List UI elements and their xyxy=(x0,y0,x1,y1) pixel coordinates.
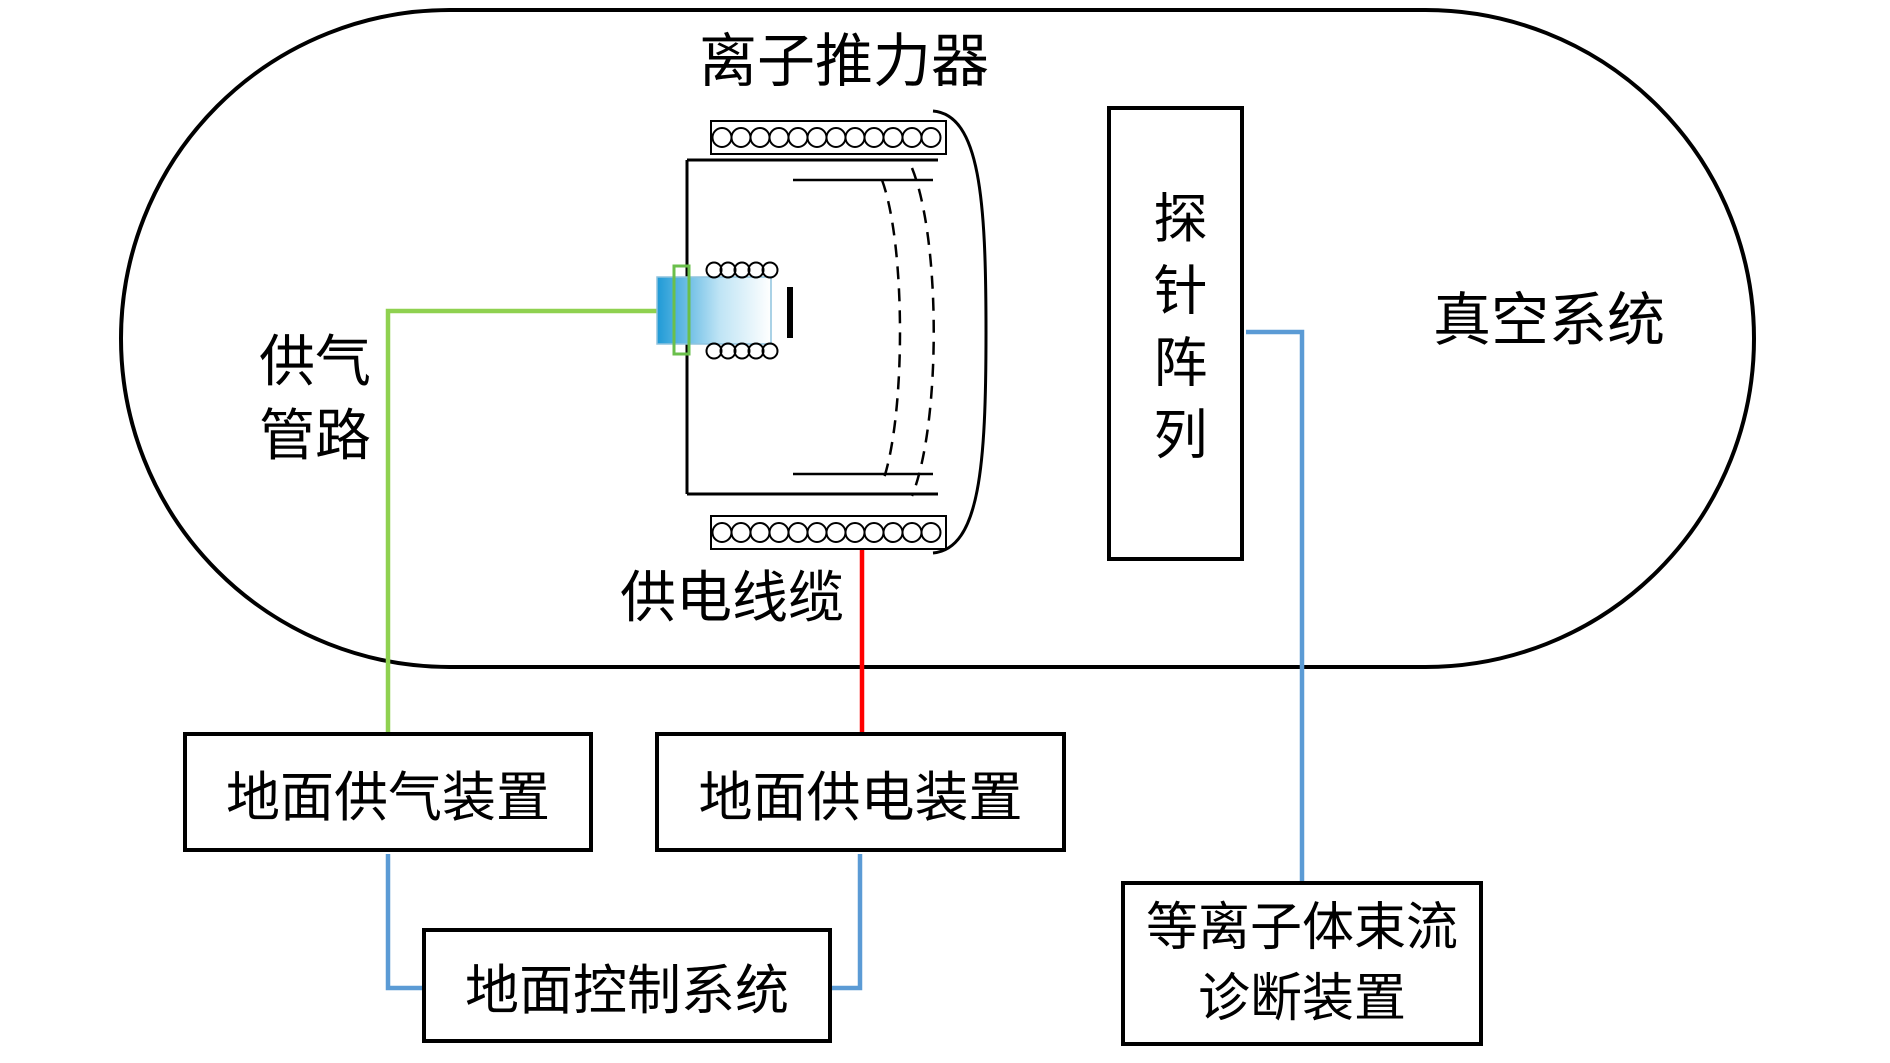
gas-pipe-label: 供气 管路 xyxy=(230,326,400,474)
grid-dashed-curve-inner xyxy=(880,179,902,485)
gas-pipe-label-line2: 管路 xyxy=(259,404,371,469)
probe-array-box: 探针阵列 xyxy=(1107,106,1244,561)
cathode-gas-connector xyxy=(672,264,691,356)
gas-to-control-line xyxy=(385,854,430,991)
ground-gas-supply-label: 地面供气装置 xyxy=(226,765,550,829)
top-coil-frame xyxy=(710,120,947,155)
vacuum-system-label: 真空系统 xyxy=(1432,286,1665,354)
ground-control-system-box: 地面控制系统 xyxy=(422,928,832,1043)
bottom-coil-frame xyxy=(710,515,947,550)
ground-control-system-label: 地面控制系统 xyxy=(465,959,789,1022)
top-coil-turns xyxy=(711,127,942,148)
plasma-diagnostic-label-line2: 诊断装置 xyxy=(1197,968,1406,1029)
ion-thruster-label: 离子推力器 xyxy=(699,27,990,95)
exit-bracket-curve xyxy=(932,109,988,555)
power-cable-label: 供电线缆 xyxy=(620,566,844,631)
probe-signal-line xyxy=(1246,329,1305,885)
cathode-heater-turns-top xyxy=(705,261,779,279)
plasma-diagnostic-box: 等离子体束流 诊断装置 xyxy=(1121,881,1483,1046)
gas-pipe-label-line1: 供气 xyxy=(259,330,371,395)
ground-gas-supply-box: 地面供气装置 xyxy=(183,732,593,852)
ion-thruster-drawing xyxy=(656,109,988,555)
probe-array-label: 探针阵列 xyxy=(1144,189,1207,478)
plasma-diagnostic-label-line1: 等离子体束流 xyxy=(1145,898,1458,959)
grid-dashed-curve-outer xyxy=(910,167,935,497)
cathode-tube xyxy=(656,276,772,345)
vacuum-chamber-outline xyxy=(119,8,1756,669)
cathode-heater-turns-bottom xyxy=(705,342,779,360)
power-to-control-line xyxy=(826,854,863,991)
bottom-coil-turns xyxy=(711,522,942,543)
gas-supply-line xyxy=(385,308,676,736)
ground-power-supply-box: 地面供电装置 xyxy=(655,732,1066,852)
ground-power-supply-label: 地面供电装置 xyxy=(698,765,1023,829)
